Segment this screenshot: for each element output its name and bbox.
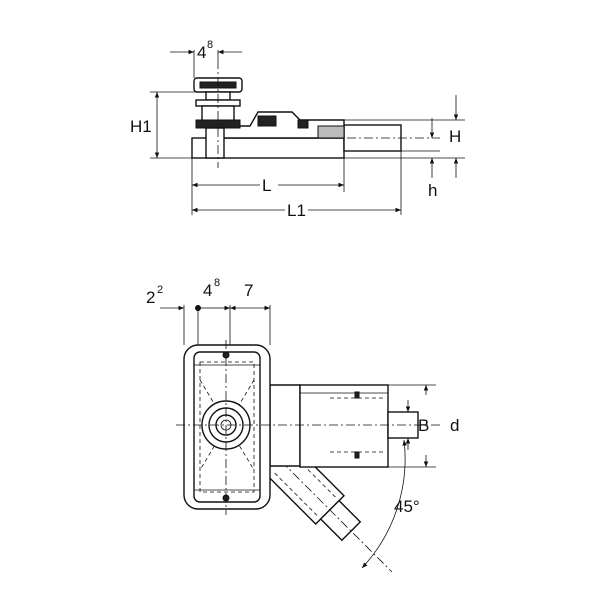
top-dim-offset: 2	[146, 288, 155, 307]
side-dim-l: L	[262, 176, 271, 195]
top-dim-width: 4	[203, 281, 212, 300]
side-dim-h1: H1	[130, 117, 152, 136]
side-view: 4 8 H1 H h L L1	[130, 39, 465, 220]
top-dim-offset-sup: 2	[157, 284, 163, 296]
side-dim-l1: L1	[287, 201, 306, 220]
top-dim-b: B	[418, 416, 429, 435]
side-dim-h: H	[449, 127, 461, 146]
top-view: 2 2 4 8 7 B d 45°	[146, 277, 459, 573]
top-dim-d: d	[450, 416, 459, 435]
side-dim-h-small: h	[428, 181, 437, 200]
top-dim-width-sup: 8	[214, 277, 220, 289]
side-dim-top-width-sup: 8	[207, 39, 213, 51]
side-dim-top-width: 4	[197, 43, 206, 62]
top-dim-seven: 7	[244, 281, 253, 300]
top-dim-angle: 45°	[394, 497, 420, 516]
